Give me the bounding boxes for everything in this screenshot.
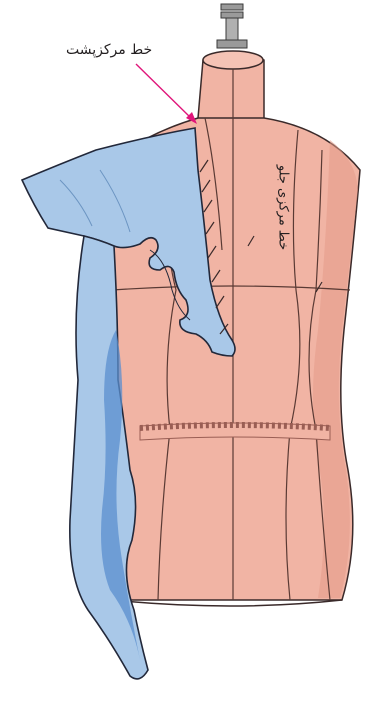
label-center-front-line: خط مرکزی جلو <box>276 138 291 278</box>
label-center-back-line: خط مرکزپشت <box>66 42 152 58</box>
waist-tape <box>140 423 330 440</box>
stand-screw <box>217 4 247 48</box>
pointer-arrow <box>136 64 197 124</box>
neck-top <box>203 51 263 69</box>
torso-base <box>112 600 342 606</box>
